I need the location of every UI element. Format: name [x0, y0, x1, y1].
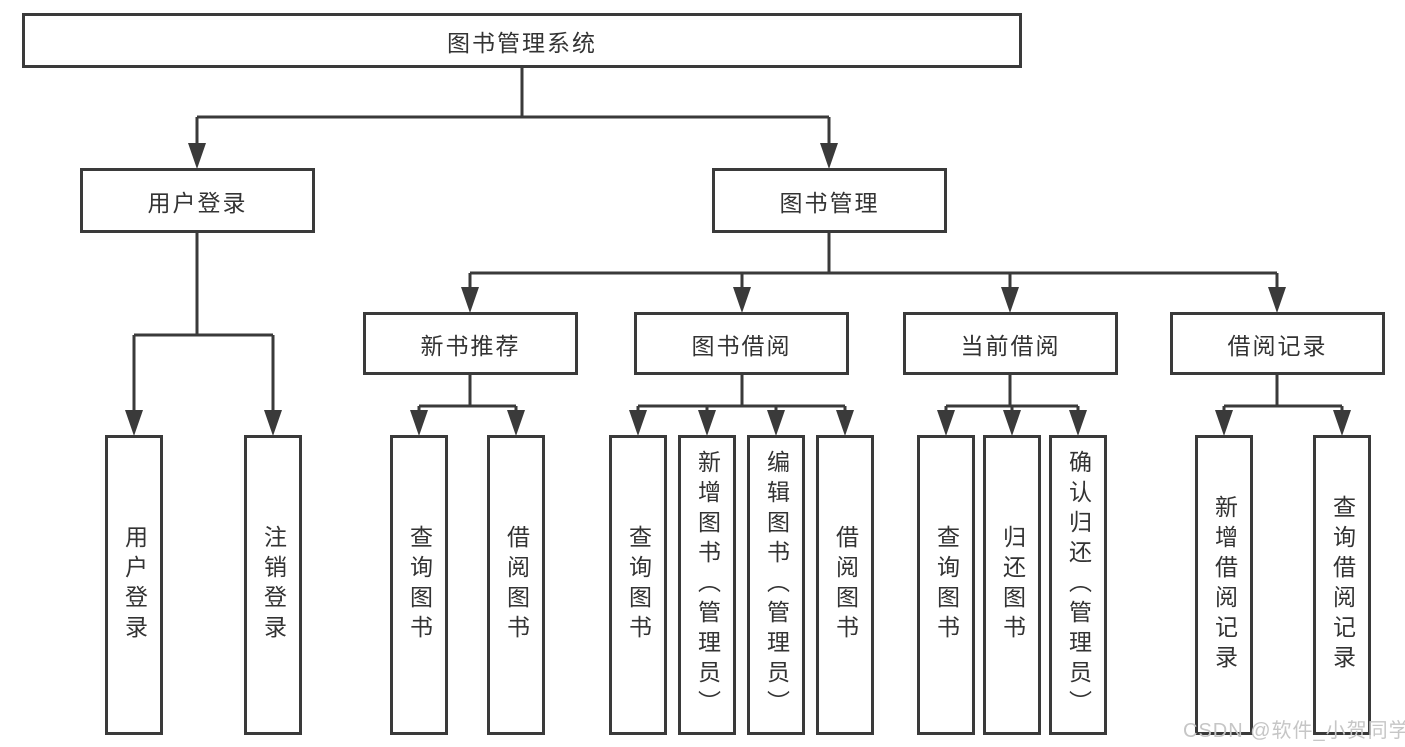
arrowhead-book-borrow	[733, 287, 751, 313]
leaf-query-borrowing-record: 查询借阅记录	[1313, 435, 1371, 735]
node-current-borrowing: 当前借阅	[903, 312, 1118, 375]
arrowhead-bb-query	[629, 410, 647, 436]
leaf-edit-books-admin: 编辑图书（管理员）	[747, 435, 805, 735]
leaf-logout: 注销登录	[244, 435, 302, 735]
arrowhead-bb-borrow	[836, 410, 854, 436]
connector-book-mgmt-to-level3	[468, 233, 1279, 291]
arrowhead-nbr-borrow	[507, 410, 525, 436]
connector-new-book-rec-to-leaves	[417, 375, 518, 414]
leaf-add-borrowing-record: 新增借阅记录	[1195, 435, 1253, 735]
connector-root-to-level2	[195, 68, 831, 147]
connector-user-login-to-leaves	[132, 233, 275, 414]
leaf-confirm-return-admin: 确认归还（管理员）	[1049, 435, 1107, 735]
arrowhead-logout	[264, 410, 282, 436]
arrowhead-bb-add	[698, 410, 716, 436]
arrowhead-cb-return	[1003, 410, 1021, 436]
leaf-return-books: 归还图书	[983, 435, 1041, 735]
leaf-query-books-current: 查询图书	[917, 435, 975, 735]
leaf-borrow-books-borrowing: 借阅图书	[816, 435, 874, 735]
leaf-query-books-borrowing: 查询图书	[609, 435, 667, 735]
node-book-management: 图书管理	[712, 168, 947, 233]
leaf-query-books-recommendation: 查询图书	[390, 435, 448, 735]
node-new-book-recommendation: 新书推荐	[363, 312, 578, 375]
leaf-borrow-books-recommendation: 借阅图书	[487, 435, 545, 735]
arrowhead-current-borrow	[1001, 287, 1019, 313]
node-library-management-system: 图书管理系统	[22, 13, 1022, 68]
arrowhead-new-book-rec	[461, 287, 479, 313]
leaf-add-books-admin: 新增图书（管理员）	[678, 435, 736, 735]
connector-current-borrow-to-leaves	[944, 375, 1080, 414]
arrowhead-nbr-query	[410, 410, 428, 436]
arrowhead-br-query	[1333, 410, 1351, 436]
node-user-login: 用户登录	[80, 168, 315, 233]
arrowhead-borrow-records	[1268, 287, 1286, 313]
arrowhead-book-mgmt	[820, 143, 838, 169]
connector-borrow-records-to-leaves	[1222, 375, 1344, 414]
csdn-watermark: CSDN @软件_小贺同学	[1183, 720, 1405, 742]
arrowhead-user-login	[188, 143, 206, 169]
arrowhead-br-add	[1215, 410, 1233, 436]
leaf-user-login: 用户登录	[105, 435, 163, 735]
arrowhead-cb-query	[937, 410, 955, 436]
arrowhead-bb-edit	[767, 410, 785, 436]
arrowhead-cb-confirm	[1069, 410, 1087, 436]
arrowhead-user-login-leaf	[125, 410, 143, 436]
connector-book-borrow-to-leaves	[636, 375, 847, 414]
node-book-borrowing: 图书借阅	[634, 312, 849, 375]
node-borrowing-records: 借阅记录	[1170, 312, 1385, 375]
